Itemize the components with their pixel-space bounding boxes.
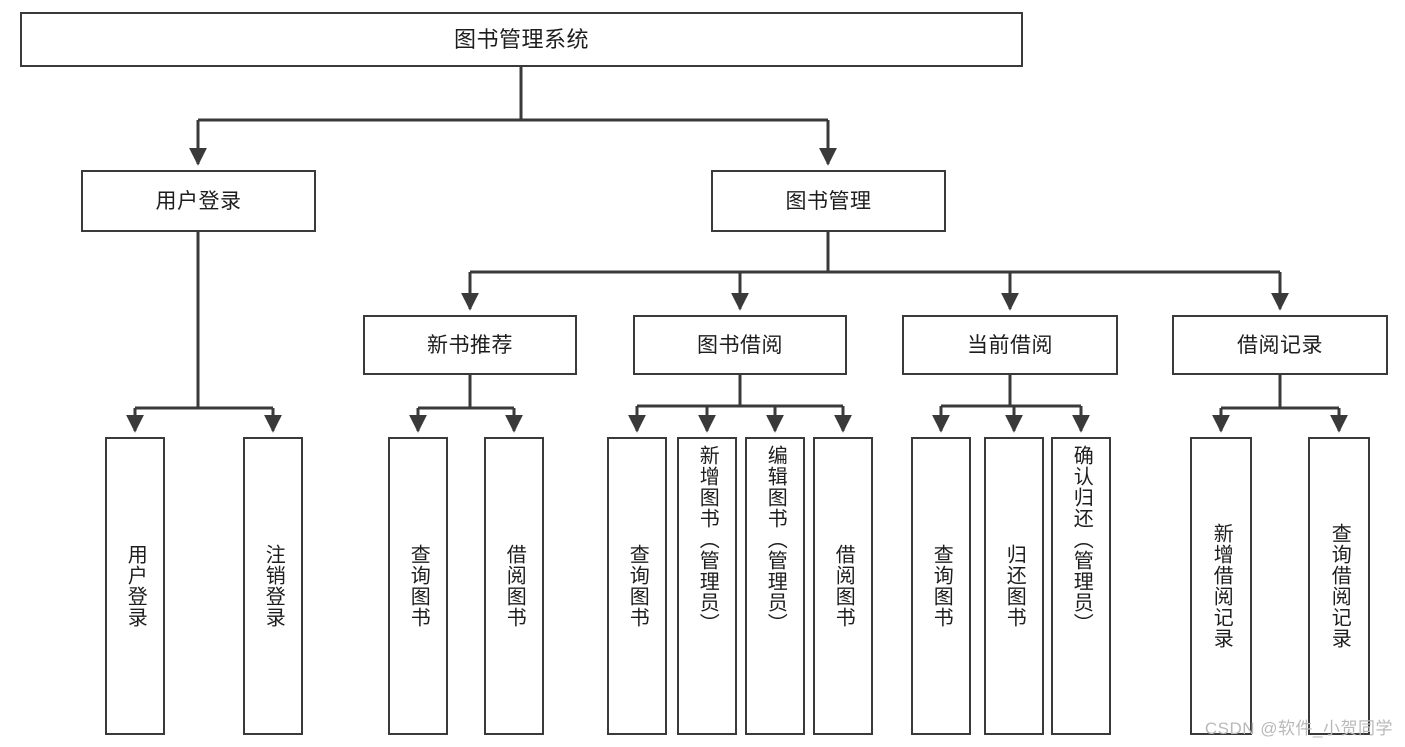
node-label: 图书借阅 (697, 333, 783, 357)
node-label: 编辑图书（管理员） (764, 445, 787, 634)
leaf-query-books-newbook[interactable]: 查询图书 (388, 437, 448, 735)
leaf-query-books-borrow[interactable]: 查询图书 (607, 437, 667, 735)
node-root-system[interactable]: 图书管理系统 (20, 12, 1023, 67)
leaf-logout-login[interactable]: 注销登录 (243, 437, 303, 735)
node-label: 借阅记录 (1237, 333, 1323, 357)
node-current-borrow[interactable]: 当前借阅 (902, 315, 1118, 375)
node-label: 用户登录 (155, 189, 242, 213)
node-label: 新增图书（管理员） (696, 445, 719, 634)
node-user-login[interactable]: 用户登录 (81, 170, 316, 232)
leaf-add-book-admin[interactable]: 新增图书（管理员） (677, 437, 737, 735)
leaf-borrow-books-borrow[interactable]: 借阅图书 (813, 437, 873, 735)
node-label: 查询借阅记录 (1328, 523, 1351, 649)
node-label: 借阅图书 (503, 544, 526, 628)
node-label: 图书管理 (785, 189, 872, 213)
node-label: 确认归还（管理员） (1070, 445, 1093, 634)
node-new-book-recommend[interactable]: 新书推荐 (363, 315, 577, 375)
leaf-confirm-return-admin[interactable]: 确认归还（管理员） (1051, 437, 1111, 735)
node-label: 当前借阅 (967, 333, 1053, 357)
node-label: 归还图书 (1003, 544, 1026, 628)
leaf-edit-book-admin[interactable]: 编辑图书（管理员） (745, 437, 805, 735)
node-label: 新增借阅记录 (1210, 523, 1233, 649)
node-label: 查询图书 (930, 544, 953, 628)
node-label: 查询图书 (407, 544, 430, 628)
node-borrow-record[interactable]: 借阅记录 (1172, 315, 1388, 375)
node-label: 注销登录 (262, 544, 285, 628)
node-label: 新书推荐 (427, 333, 513, 357)
watermark-text: CSDN @软件_小贺同学 (1204, 719, 1393, 738)
node-label: 查询图书 (626, 544, 649, 628)
node-label: 用户登录 (124, 544, 147, 628)
leaf-query-borrow-record[interactable]: 查询借阅记录 (1308, 437, 1370, 735)
leaf-user-login[interactable]: 用户登录 (105, 437, 165, 735)
leaf-query-books-current[interactable]: 查询图书 (911, 437, 971, 735)
leaf-borrow-books-newbook[interactable]: 借阅图书 (484, 437, 544, 735)
leaf-add-borrow-record[interactable]: 新增借阅记录 (1190, 437, 1252, 735)
node-book-management[interactable]: 图书管理 (711, 170, 946, 232)
node-book-borrow[interactable]: 图书借阅 (633, 315, 847, 375)
leaf-return-books[interactable]: 归还图书 (984, 437, 1044, 735)
node-label: 借阅图书 (832, 544, 855, 628)
node-label: 图书管理系统 (453, 26, 589, 52)
